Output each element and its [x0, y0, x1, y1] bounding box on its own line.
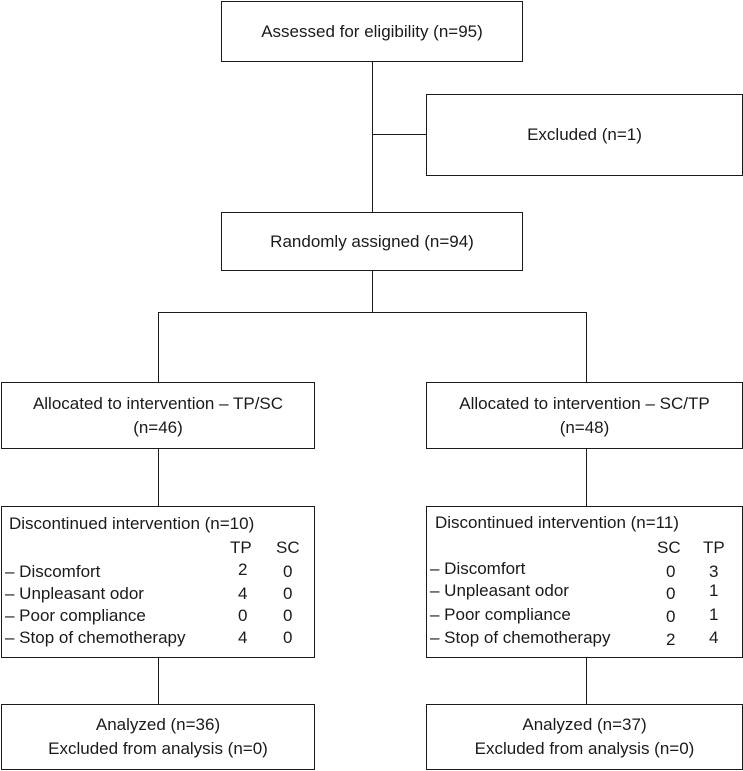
connector-to-excluded	[372, 134, 427, 136]
left-row-label: – Discomfort	[5, 562, 101, 581]
right-row-value-2: 1	[709, 581, 719, 600]
left-row-value-2: 0	[283, 606, 293, 625]
right-discontinued-title: Discontinued intervention (n=11)	[435, 513, 679, 532]
left-row-value-2: 0	[283, 562, 293, 581]
left-row-value-2: 0	[283, 584, 293, 603]
right-allocated-box: Allocated to intervention – SC/TP (n=48)	[426, 382, 743, 449]
connector-left-allocated-discontinued	[158, 449, 160, 506]
left-analyzed-line2: Excluded from analysis (n=0)	[48, 739, 268, 758]
excluded-label: Excluded (n=1)	[527, 125, 642, 144]
left-row-value-2: 0	[283, 628, 293, 647]
left-analyzed-line1: Analyzed (n=36)	[95, 715, 221, 734]
connector-assessed-randomized	[372, 62, 374, 212]
randomized-box: Randomly assigned (n=94)	[221, 212, 523, 271]
right-row-label: – Stop of chemotherapy	[430, 628, 611, 647]
left-col-header-1: TP	[230, 538, 252, 557]
right-row-value-1: 0	[666, 584, 676, 603]
left-discontinued-title: Discontinued intervention (n=10)	[9, 514, 255, 533]
right-col-header-2: TP	[703, 538, 725, 557]
connector-split-left	[158, 312, 160, 382]
left-allocated-line1: Allocated to intervention – TP/SC	[32, 393, 284, 413]
excluded-box: Excluded (n=1)	[426, 94, 743, 176]
right-allocated-line1: Allocated to intervention – SC/TP	[459, 393, 710, 413]
left-allocated-box: Allocated to intervention – TP/SC (n=46)	[1, 382, 315, 449]
left-row-label: – Poor compliance	[5, 606, 146, 625]
connector-right-discontinued-analyzed	[586, 658, 588, 704]
right-analyzed-line1: Analyzed (n=37)	[522, 715, 647, 734]
left-col-header-2: SC	[276, 538, 300, 557]
right-row-value-2: 1	[709, 605, 719, 624]
left-row-value-1: 2	[238, 560, 248, 579]
right-row-value-2: 3	[709, 562, 719, 581]
assessed-label: Assessed for eligibility (n=95)	[261, 21, 483, 41]
left-row-value-1: 4	[238, 628, 248, 647]
left-discontinued-box: Discontinued intervention (n=10) TP SC –…	[1, 506, 315, 658]
randomized-label: Randomly assigned (n=94)	[270, 231, 474, 251]
right-row-value-1: 2	[666, 630, 676, 649]
right-row-label: – Unpleasant odor	[430, 581, 569, 600]
left-analyzed-box: Analyzed (n=36) Excluded from analysis (…	[1, 704, 315, 770]
connector-split-right	[586, 312, 588, 382]
right-row-value-2: 4	[709, 628, 719, 647]
left-allocated-line2: (n=46)	[133, 417, 183, 437]
left-row-label: – Stop of chemotherapy	[5, 628, 186, 647]
right-analyzed-line2: Excluded from analysis (n=0)	[474, 739, 695, 758]
connector-randomized-split	[372, 271, 374, 313]
right-row-value-1: 0	[666, 562, 676, 581]
left-row-value-1: 0	[238, 606, 248, 625]
right-allocated-line2: (n=48)	[559, 417, 610, 437]
right-analyzed-box: Analyzed (n=37) Excluded from analysis (…	[426, 704, 743, 770]
connector-left-discontinued-analyzed	[158, 658, 160, 704]
right-col-header-1: SC	[657, 538, 681, 557]
assessed-box: Assessed for eligibility (n=95)	[221, 1, 523, 62]
right-row-value-1: 0	[666, 607, 676, 626]
right-row-label: – Poor compliance	[430, 605, 571, 624]
right-discontinued-box: Discontinued intervention (n=11) SC TP –…	[426, 506, 743, 658]
connector-split-horizontal	[158, 312, 587, 314]
left-row-label: – Unpleasant odor	[5, 584, 144, 603]
left-row-value-1: 4	[238, 584, 248, 603]
connector-right-allocated-discontinued	[586, 449, 588, 506]
right-row-label: – Discomfort	[430, 559, 526, 578]
